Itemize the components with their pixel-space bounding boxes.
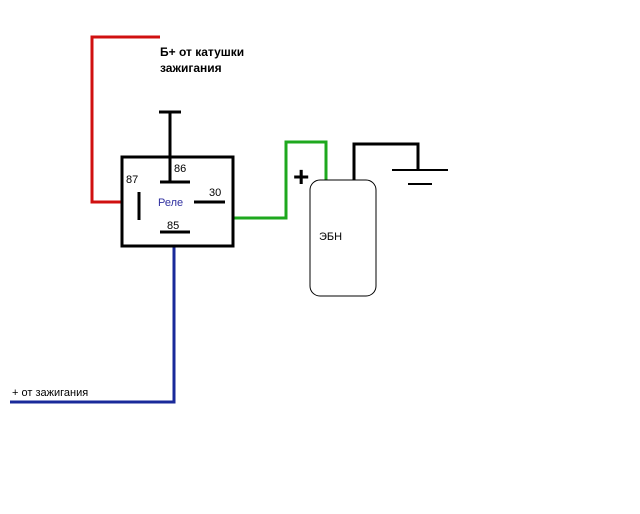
pin-86-label: 86 bbox=[174, 163, 186, 175]
relay-name-label: Реле bbox=[158, 197, 183, 209]
coil-b-plus-label-line1: Б+ от катушки bbox=[160, 45, 244, 59]
black-wire-ecu-to-ground bbox=[352, 142, 420, 180]
pin-30-label: 30 bbox=[209, 187, 221, 199]
ecu-plus-sign: + bbox=[293, 161, 309, 192]
ecu-name-label: ЭБН bbox=[319, 231, 342, 243]
coil-b-plus-label-line2: зажигания bbox=[160, 61, 222, 75]
pin-85-label: 85 bbox=[167, 220, 179, 232]
pin-87-label: 87 bbox=[126, 174, 138, 186]
red-wire-coil-to-87 bbox=[90, 35, 160, 204]
ecu-box bbox=[309, 179, 377, 297]
ground-symbol-icon bbox=[392, 169, 448, 185]
ignition-plus-label: + от зажигания bbox=[12, 387, 88, 399]
blue-wire-ignition-to-85 bbox=[10, 232, 176, 404]
